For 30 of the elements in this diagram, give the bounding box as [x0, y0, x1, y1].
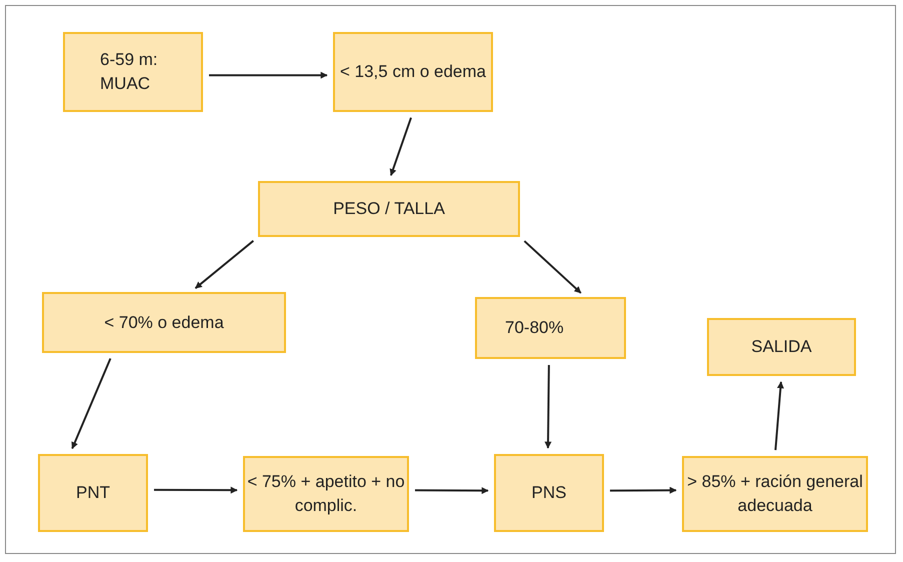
arrow — [610, 486, 677, 494]
box-label: PNS — [530, 482, 568, 504]
process-box — [475, 297, 626, 359]
process-box — [63, 32, 203, 112]
arrow — [71, 358, 112, 450]
process-box — [333, 32, 493, 112]
arrow — [524, 240, 582, 294]
box-label: 70-80% — [505, 317, 565, 340]
arrow — [154, 486, 238, 494]
box-label: < 75% + apetito + no complic. — [246, 471, 406, 517]
process-box — [707, 318, 856, 376]
box-label: < 70% o edema — [103, 312, 225, 334]
arrow — [209, 72, 328, 79]
box-label: > 85% + ración general adecuada — [686, 471, 864, 517]
process-box — [494, 454, 604, 532]
box-label: SALIDA — [750, 336, 813, 358]
process-box — [258, 181, 520, 237]
box-label: PESO / TALLA — [332, 198, 446, 220]
arrow — [774, 381, 784, 450]
process-box — [682, 456, 868, 532]
box-label: 6-59 m: MUAC — [100, 49, 159, 95]
process-box — [38, 454, 148, 532]
process-box — [42, 292, 286, 353]
box-label: PNT — [75, 482, 111, 504]
box-label: < 13,5 cm o edema — [338, 61, 487, 84]
arrow — [415, 487, 489, 494]
arrow — [544, 364, 552, 449]
arrow — [390, 117, 412, 176]
arrow — [194, 240, 254, 289]
process-box — [243, 456, 409, 532]
